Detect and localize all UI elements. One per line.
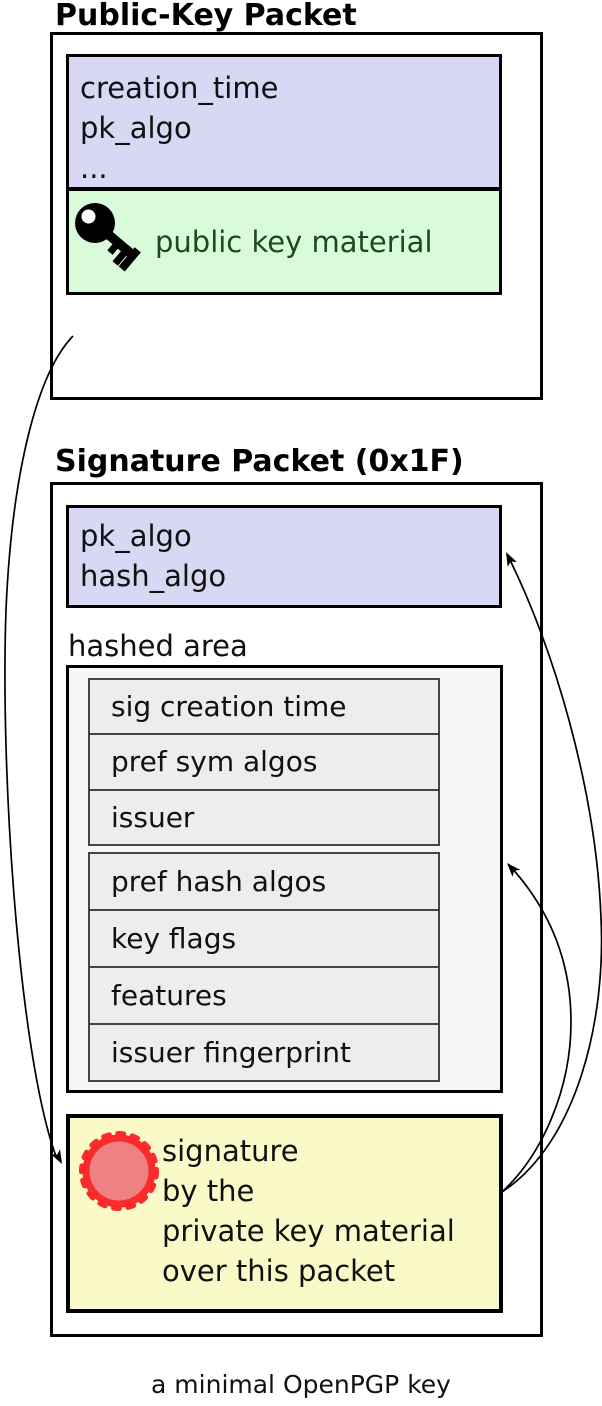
signature-value-box: signature by the private key material ov…	[66, 1114, 503, 1313]
subpacket-row: pref hash algos	[90, 854, 438, 909]
subpacket-label: issuer fingerprint	[111, 1036, 352, 1069]
signature-line: signature	[162, 1134, 299, 1168]
subpacket-label: pref sym algos	[111, 745, 318, 779]
subpacket-row: key flags	[90, 909, 438, 966]
signature-line: over this packet	[162, 1254, 396, 1288]
subpacket-row: features	[90, 966, 438, 1023]
signature-text: signature by the private key material ov…	[162, 1131, 455, 1291]
field-pk-algo: pk_algo	[80, 519, 192, 553]
signature-fields-box: pk_algo hash_algo	[66, 505, 502, 608]
subpacket-label: issuer	[111, 800, 195, 834]
field-creation-time: creation_time	[80, 71, 279, 105]
hashed-area-label: hashed area	[68, 629, 248, 663]
subpacket-row: issuer fingerprint	[90, 1023, 438, 1080]
subpacket-group-2: pref hash algos key flags features issue…	[88, 852, 440, 1082]
subpacket-row: sig creation time	[90, 680, 438, 733]
seal-icon	[79, 1131, 159, 1211]
field-hash-algo: hash_algo	[80, 559, 227, 593]
subpacket-row: pref sym algos	[90, 733, 438, 788]
signature-line: by the	[162, 1174, 255, 1208]
subpacket-label: pref hash algos	[111, 865, 327, 898]
subpacket-label: features	[111, 979, 227, 1012]
signature-packet-title: Signature Packet (0x1F)	[55, 444, 464, 479]
public-key-material-box: public key material	[69, 191, 499, 292]
field-ellipsis: ...	[80, 151, 108, 185]
figure-caption: a minimal OpenPGP key	[151, 1370, 451, 1399]
subpacket-group-1: sig creation time pref sym algos issuer	[88, 678, 440, 846]
field-pk-algo: pk_algo	[80, 111, 192, 145]
public-key-inner-box: creation_time pk_algo ... public key mat…	[66, 54, 502, 295]
key-icon	[75, 203, 141, 272]
signature-line: private key material	[162, 1214, 455, 1248]
subpacket-label: key flags	[111, 922, 237, 955]
public-key-packet-title: Public-Key Packet	[55, 0, 357, 33]
public-key-material-label: public key material	[155, 224, 433, 259]
subpacket-row: issuer	[90, 788, 438, 844]
public-key-fields-box: creation_time pk_algo ...	[69, 57, 499, 191]
subpacket-label: sig creation time	[111, 690, 347, 724]
